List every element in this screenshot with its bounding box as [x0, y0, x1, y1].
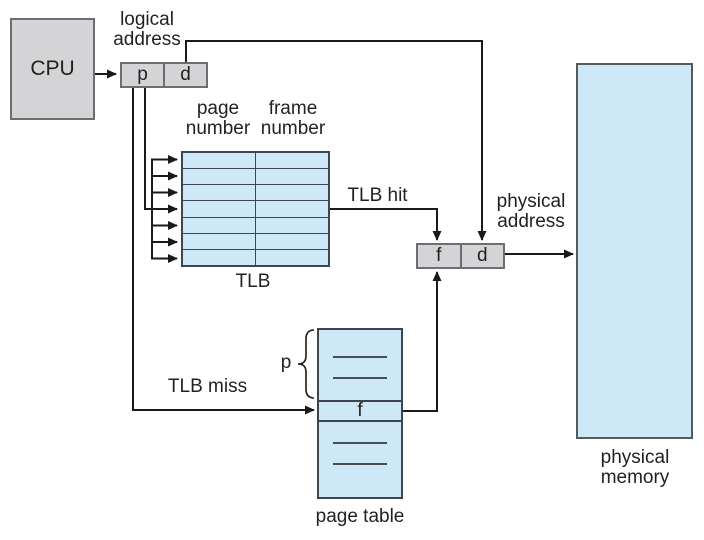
tlb-row	[183, 185, 328, 202]
logical-address-d-label: d	[180, 64, 191, 85]
physical-address-box: f d	[416, 243, 505, 269]
tlb-page-cell	[183, 201, 256, 217]
tlb-page-cell	[183, 233, 256, 249]
tlb-frame-cell	[256, 250, 328, 265]
physical-address-f-label: f	[436, 245, 442, 266]
page-table-box: f	[317, 328, 403, 499]
tlb-table	[181, 151, 330, 267]
tlb-page-cell	[183, 217, 256, 233]
cpu-box: CPU	[10, 18, 95, 120]
physical-address-f-cell: f	[418, 245, 462, 267]
logical-address-d-cell: d	[165, 64, 206, 86]
tlb-row	[183, 153, 328, 170]
tlb-row	[183, 217, 328, 234]
logical-address-box: p d	[120, 62, 208, 88]
tlb-row	[183, 249, 328, 265]
tlb-frame-cell	[256, 153, 328, 168]
page-table-frame-entry: f	[319, 400, 401, 422]
tlb-row	[183, 201, 328, 218]
tlb-page-cell	[183, 185, 256, 201]
tlb-page-cell	[183, 153, 256, 169]
tlb-row	[183, 169, 328, 186]
logical-address-p-label: p	[137, 64, 148, 85]
tlb-page-cell	[183, 169, 256, 185]
physical-address-d-cell: d	[462, 245, 504, 267]
tlb-frame-cell	[256, 234, 328, 249]
tlb-page-cell	[183, 249, 256, 265]
tlb-frame-cell	[256, 201, 328, 216]
page-table-f-label: f	[357, 400, 363, 421]
physical-memory-box	[576, 63, 693, 439]
tlb-frame-cell	[256, 218, 328, 233]
tlb-frame-cell	[256, 169, 328, 184]
tlb-frame-cell	[256, 185, 328, 200]
cpu-label: CPU	[30, 57, 75, 80]
logical-address-p-cell: p	[122, 64, 165, 86]
physical-address-d-label: d	[476, 245, 488, 266]
tlb-row	[183, 233, 328, 250]
